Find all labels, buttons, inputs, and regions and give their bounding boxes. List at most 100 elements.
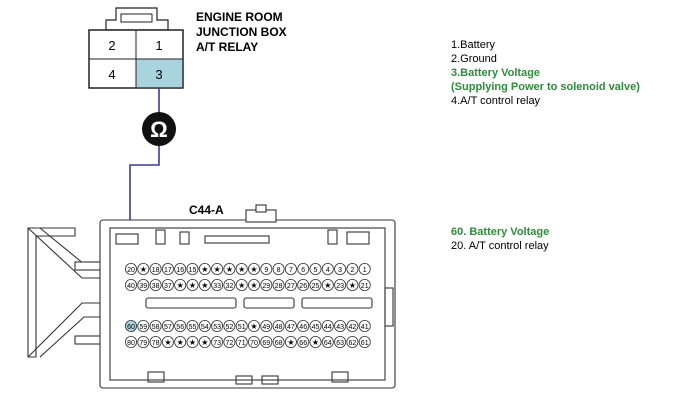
ecu-pin-label: 8	[277, 267, 281, 274]
ecu-pin	[358, 319, 371, 332]
ecu-pin-label: 71	[238, 340, 246, 347]
ecu-pin	[284, 262, 297, 275]
legend-item-highlight: (Supplying Power to solenoid valve)	[451, 81, 640, 93]
ecu-pin-label: 23	[336, 283, 344, 290]
ecu-pin	[297, 335, 310, 348]
ecu-pin-label: 16	[176, 267, 184, 274]
ecu-pin	[149, 278, 162, 291]
ecu-pin-label: ★	[201, 338, 208, 347]
legend-item-highlight: 60. Battery Voltage	[451, 226, 550, 238]
ecu-pin-label: ★	[201, 281, 208, 290]
ecu-pin	[334, 335, 347, 348]
ecu-pin-label: 46	[299, 324, 307, 331]
ecu-pin-label: ★	[226, 265, 233, 274]
ecu-pin	[272, 335, 285, 348]
ecu-pin-label: 42	[349, 324, 357, 331]
ecu-pin	[125, 278, 138, 291]
ecu-pin-label: 37	[164, 283, 172, 290]
ecu-pin-label: 60	[127, 324, 135, 331]
ecu-pin-label: 49	[262, 324, 270, 331]
ecu-pin	[198, 262, 211, 275]
ecu-pin-label: 79	[139, 340, 147, 347]
ecu-pin	[309, 278, 322, 291]
ecu-pin	[198, 319, 211, 332]
ecu-pin	[247, 278, 260, 291]
ecu-pin-label: ★	[312, 338, 319, 347]
connector-label: C44-A	[189, 203, 224, 217]
ecu-pin-label: 26	[299, 283, 307, 290]
ecu-pin-label: 56	[176, 324, 184, 331]
ecu-pin-label: ★	[287, 338, 294, 347]
ecu-pin-label: 59	[139, 324, 147, 331]
ecu-pin-label: 18	[152, 267, 160, 274]
ecu-pin-label: 51	[238, 324, 246, 331]
ecu-pin	[174, 262, 187, 275]
ecu-pin	[198, 335, 211, 348]
relay-title-line: A/T RELAY	[196, 40, 259, 54]
ecu-pin	[223, 319, 236, 332]
ecu-pin	[235, 335, 248, 348]
ecu-pin	[309, 262, 322, 275]
ecu-pin	[346, 335, 359, 348]
ecu-pin-label: ★	[201, 265, 208, 274]
ecu-pin	[149, 262, 162, 275]
ecu-pin	[211, 319, 224, 332]
ecu-pin	[297, 319, 310, 332]
legend-item-highlight: 3.Battery Voltage	[451, 67, 541, 79]
ecu-pin-label: 44	[324, 324, 332, 331]
ecu-pin	[235, 278, 248, 291]
ecu-pin	[161, 335, 174, 348]
relay-pin-3-highlight	[136, 59, 183, 88]
ecu-pin-label: 73	[213, 340, 221, 347]
ecu-pin	[284, 319, 297, 332]
ecu-pin-label: 27	[287, 283, 295, 290]
ecu-pin	[186, 319, 199, 332]
ecu-pin	[321, 319, 334, 332]
ecu-pin-label: 78	[152, 340, 160, 347]
ecu-pin-label: 68	[275, 340, 283, 347]
ecu-pin-label: 47	[287, 324, 295, 331]
ecu-pin-label: ★	[250, 322, 257, 331]
ecu-pin-label: 48	[275, 324, 283, 331]
ecu-pin	[309, 319, 322, 332]
ecu-pin-label: 41	[361, 324, 369, 331]
relay-pin-4: 4	[108, 67, 115, 82]
relay-pin-legend: 1.Battery 2.Ground 3.Battery Voltage (Su…	[451, 38, 640, 108]
ecu-pin	[346, 278, 359, 291]
ecu-pin-label: ★	[177, 338, 184, 347]
ecu-pin	[260, 262, 273, 275]
ecu-pin-label: 53	[213, 324, 221, 331]
ecu-pin-label: 21	[361, 283, 369, 290]
ecu-pin	[223, 335, 236, 348]
ohm-meter-icon: Ω	[142, 112, 176, 146]
ecu-pin	[309, 335, 322, 348]
ecu-pin	[174, 319, 187, 332]
ecu-pin	[260, 335, 273, 348]
ecu-pin-label: 33	[213, 283, 221, 290]
ecu-pin	[198, 278, 211, 291]
ecu-pin-label: 61	[361, 340, 369, 347]
ecu-pin	[321, 262, 334, 275]
ecu-connector-body	[27, 204, 396, 389]
ecu-pin	[223, 262, 236, 275]
ecu-pin-label: ★	[164, 338, 171, 347]
ecu-pin	[186, 278, 199, 291]
ecu-pin	[235, 319, 248, 332]
ecu-pin-label: 39	[139, 283, 147, 290]
ecu-pin-label: 28	[275, 283, 283, 290]
ecu-pin	[186, 262, 199, 275]
ecu-pin	[125, 262, 138, 275]
ecu-pin	[358, 335, 371, 348]
ecu-pin-label: 29	[262, 283, 270, 290]
ecu-pin	[137, 335, 150, 348]
ecu-pin	[137, 278, 150, 291]
ecu-pin	[260, 319, 273, 332]
ecu-pin	[149, 319, 162, 332]
ecu-pin-label: 43	[336, 324, 344, 331]
ecu-pin	[137, 262, 150, 275]
ecu-pin-label: 80	[127, 340, 135, 347]
ecu-pin	[125, 335, 138, 348]
ecu-pin-label: ★	[214, 265, 221, 274]
